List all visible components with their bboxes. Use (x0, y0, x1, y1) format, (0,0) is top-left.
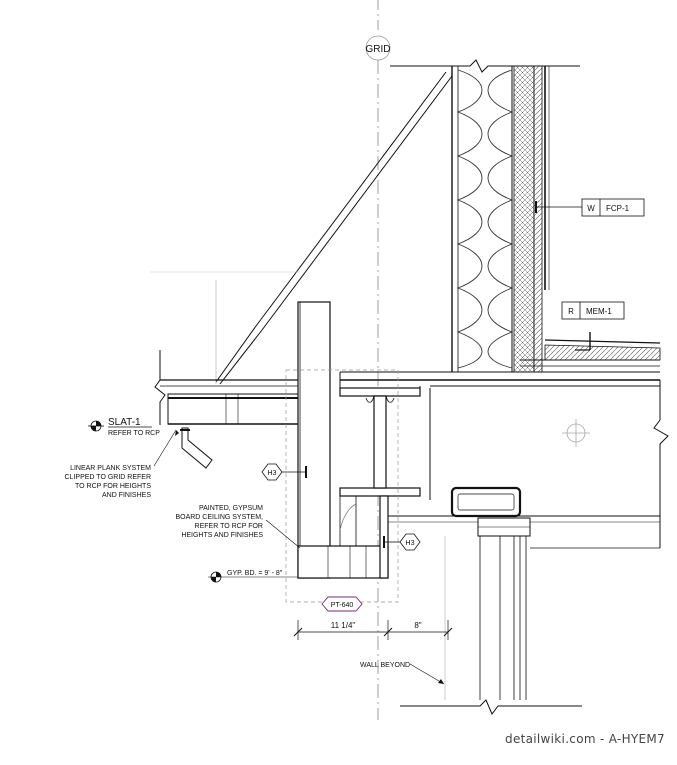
roof-edge (520, 332, 661, 367)
tag-h3-lower-label: H3 (406, 540, 415, 547)
dim-left-label: 11 1/4" (331, 621, 356, 630)
note-gyp-elevation: GYP. BD. = 9' - 8" (208, 570, 298, 583)
tag-fcp-1: W FCP-1 (535, 198, 645, 217)
slat-sub: REFER TO RCP (108, 430, 160, 437)
batt-insulation (456, 69, 514, 369)
tag-pt-label: PT-640 (331, 602, 354, 609)
light-fixture (181, 427, 213, 469)
grid-label: GRID (366, 44, 391, 55)
note-slat-1: SLAT-1 REFER TO RCP (88, 417, 160, 437)
dimension-string: 11 1/4" 8" (293, 620, 453, 640)
watermark: detailwiki.com - A-HYEM7 (505, 732, 665, 746)
tag-w-prefix: W (587, 204, 595, 213)
soffit (154, 350, 300, 469)
storefront (388, 486, 660, 700)
note-linear-plank: LINEAR PLANK SYSTEM CLIPPED TO GRID REFE… (65, 429, 179, 499)
slat-title: SLAT-1 (108, 417, 141, 428)
linear-plank-line-2: CLIPPED TO GRID REFER (65, 474, 151, 481)
diagonal-brace (215, 71, 453, 385)
grid-line: GRID (366, 0, 391, 720)
tag-r-code: MEM-1 (586, 307, 612, 316)
wall-beyond-label: WALL BEYOND (360, 662, 410, 669)
dim-right-label: 8" (414, 621, 421, 630)
note-gypsum-ceiling: PAINTED, GYPSUM BOARD CEILING SYSTEM, RE… (175, 505, 301, 549)
gyp-ceiling-line-1: PAINTED, GYPSUM (199, 505, 263, 512)
tag-h3-lower: H3 (383, 533, 421, 551)
linear-plank-line-1: LINEAR PLANK SYSTEM (70, 465, 151, 472)
note-wall-beyond: WALL BEYOND (360, 662, 445, 685)
tag-pt-640: PT-640 (321, 596, 363, 612)
tag-mem-1: R MEM-1 (561, 301, 625, 320)
linear-plank-line-4: AND FINISHES (102, 492, 151, 499)
tag-h3-upper: H3 (261, 463, 307, 481)
tag-r-prefix: R (568, 307, 574, 316)
gyp-ceiling-line-3: REFER TO RCP FOR (195, 523, 263, 530)
tag-h3-upper-label: H3 (268, 470, 277, 477)
tag-w-code: FCP-1 (606, 204, 630, 213)
linear-plank-line-3: TO RCP FOR HEIGHTS (75, 483, 151, 490)
steel-beam (339, 387, 431, 500)
upper-wall (390, 59, 580, 373)
gyp-ceiling-line-4: HEIGHTS AND FINISHES (181, 532, 263, 539)
bottom-break-line (400, 699, 582, 715)
gyp-elevation-label: GYP. BD. = 9' - 8" (227, 570, 283, 577)
gyp-ceiling-line-2: BOARD CEILING SYSTEM, (175, 514, 263, 521)
